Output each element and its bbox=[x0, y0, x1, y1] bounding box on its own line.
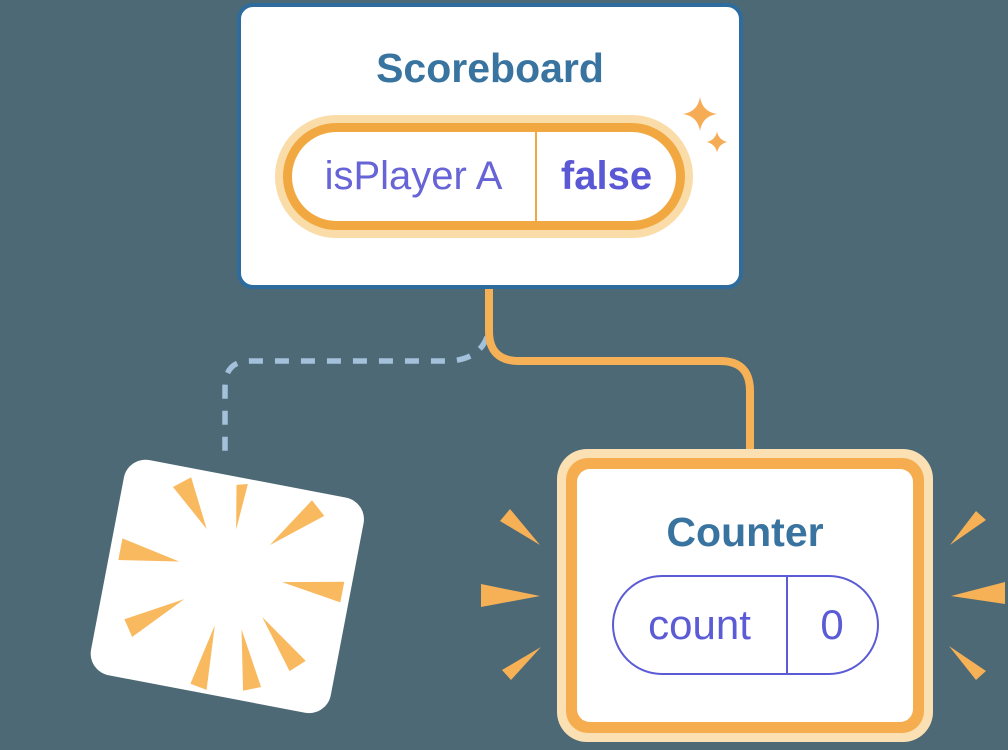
poof-burst-icon bbox=[118, 477, 345, 691]
state-value-label: false bbox=[560, 154, 653, 198]
scoreboard-card: Scoreboard isPlayer A false bbox=[237, 3, 743, 289]
scoreboard-state-pill: isPlayer A false bbox=[275, 115, 693, 238]
poof-card bbox=[86, 456, 368, 717]
state-pill-divider bbox=[785, 577, 788, 673]
scoreboard-title: Scoreboard bbox=[376, 45, 604, 91]
counter-state-pill: count 0 bbox=[611, 575, 879, 675]
emphasis-marks-right-icon bbox=[949, 511, 1005, 680]
state-pill-orange-ring: isPlayer A false bbox=[283, 123, 685, 230]
counter-card: Counter count 0 bbox=[557, 449, 933, 742]
state-pill-body: isPlayer A false bbox=[292, 132, 676, 221]
dashed-connector-line bbox=[222, 335, 490, 461]
state-value-label: 0 bbox=[820, 601, 844, 648]
emphasis-marks-left-icon bbox=[481, 509, 541, 680]
state-pill-divider bbox=[535, 132, 537, 221]
state-key-label: isPlayer A bbox=[324, 154, 503, 198]
solid-connector-line bbox=[485, 286, 754, 455]
counter-title: Counter bbox=[666, 509, 824, 555]
counter-card-orange-ring: Counter count 0 bbox=[566, 458, 924, 733]
counter-card-body: Counter count 0 bbox=[577, 469, 913, 722]
state-key-label: count bbox=[648, 601, 751, 648]
